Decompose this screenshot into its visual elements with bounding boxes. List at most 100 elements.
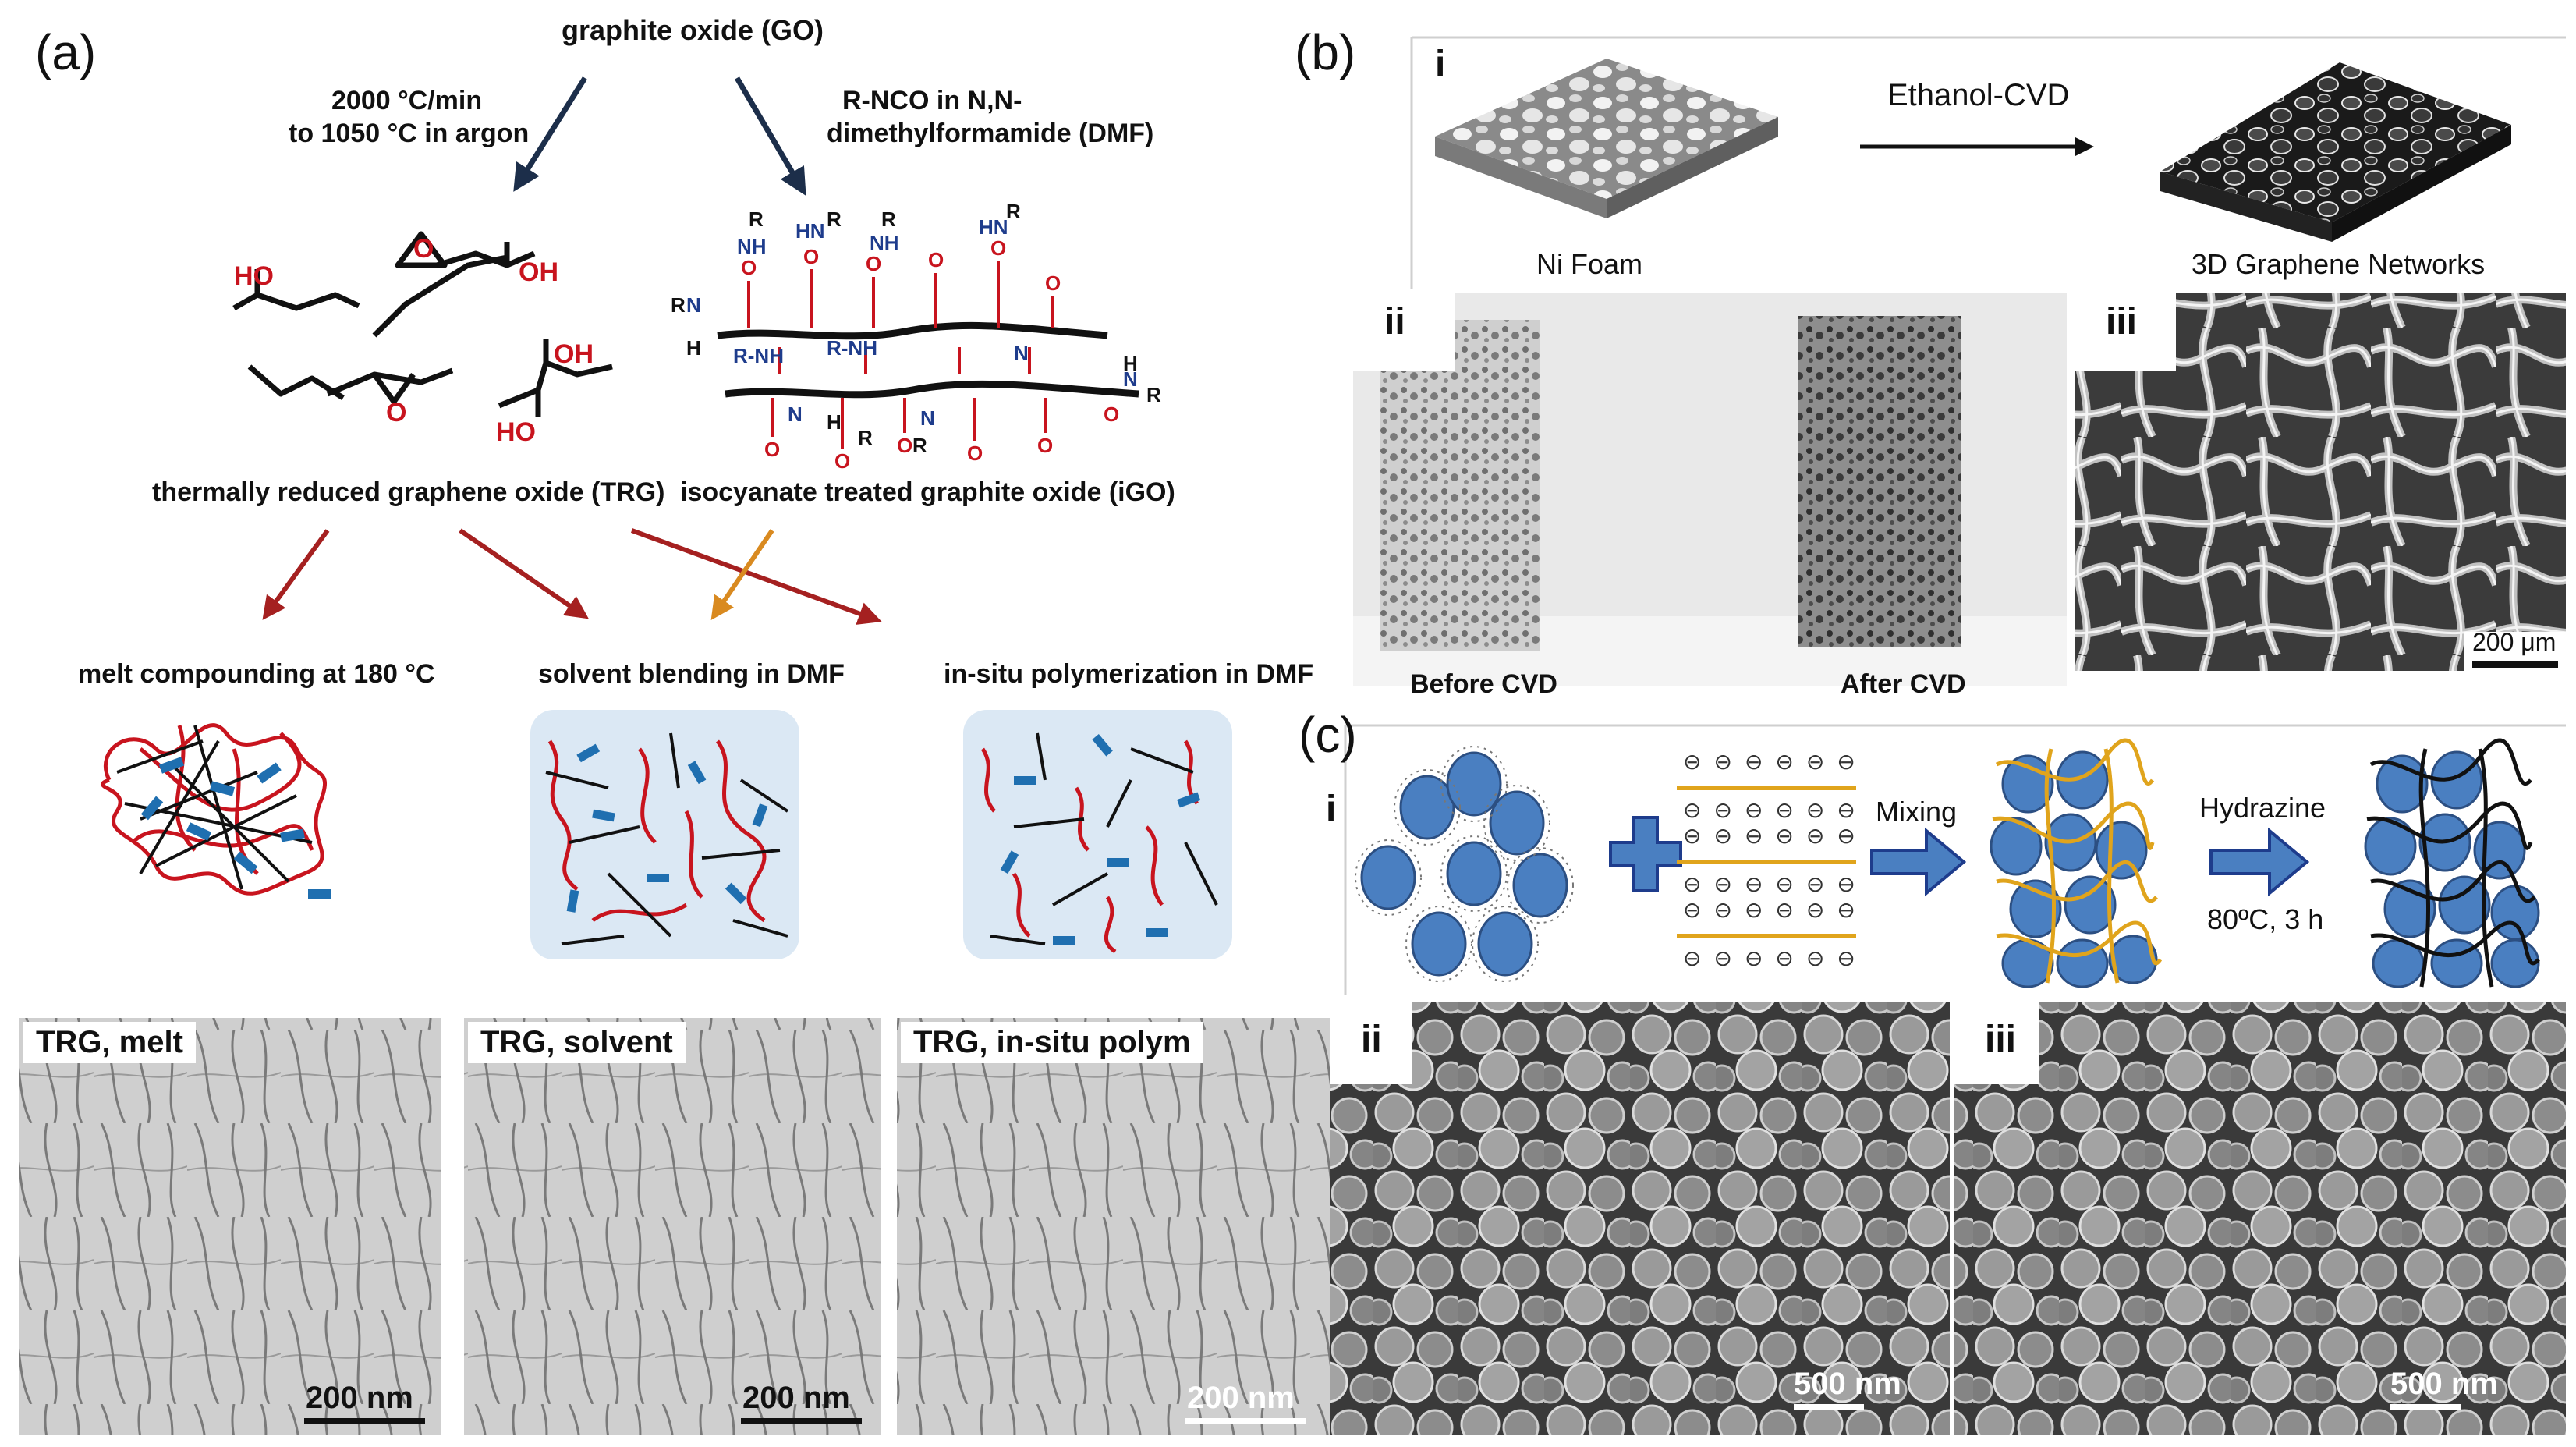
panel-c (1326, 724, 2566, 1435)
panel-c-sub-i: i (1326, 789, 1337, 830)
panel-c-sub-ii: ii (1361, 1019, 1382, 1060)
svg-text:R-NH: R-NH (827, 336, 877, 360)
isocyanate-condition-line2: dimethylformamide (DMF) (827, 119, 1154, 148)
thermal-condition-line2: to 1050 °C in argon (289, 119, 530, 148)
thermal-condition-line1: 2000 °C/min (331, 86, 483, 115)
particles-sem (1326, 1002, 1950, 1435)
mixing-label: Mixing (1876, 796, 1958, 828)
svg-text:O: O (803, 245, 819, 268)
svg-text:R: R (881, 207, 896, 231)
svg-text:O: O (1104, 403, 1119, 426)
graphene-sem (2075, 293, 2566, 671)
svg-text:O: O (1037, 434, 1053, 457)
panel-b-sub-ii: ii (1384, 301, 1405, 342)
tem-insitu-tag: TRG, in-situ polym (901, 1022, 1203, 1063)
ni-foam-label: Ni Foam (1536, 248, 1643, 280)
solvent-composite-illustration (530, 710, 799, 959)
go-sheets-illustration (1677, 786, 1856, 938)
panel-a-label: (a) (35, 24, 97, 80)
trg-structure (232, 231, 613, 417)
isocyanate-condition-line1: R-NCO in N,N- (842, 86, 1022, 115)
panel-b-label: (b) (1295, 24, 1356, 80)
svg-text:O: O (834, 449, 850, 473)
svg-text:HO: HO (234, 261, 274, 291)
arrow-igo-to-solvent (710, 529, 774, 620)
svg-text:HO: HO (496, 417, 536, 447)
tem-solvent-scale: 200 nm (742, 1381, 850, 1415)
panel-c-label: (c) (1299, 707, 1357, 763)
svg-text:R: R (827, 207, 842, 231)
svg-text:N: N (1123, 367, 1138, 391)
insitu-composite-illustration (963, 710, 1232, 959)
svg-text:O: O (764, 438, 780, 461)
svg-text:OH: OH (519, 257, 558, 287)
sheet-charges-row-2: ⊖⊖⊖⊖⊖⊖ (1683, 798, 1868, 822)
tem-solvent (464, 1018, 881, 1435)
before-cvd-label: Before CVD (1410, 669, 1557, 699)
go-label: graphite oxide (GO) (562, 14, 824, 46)
arrow-go-to-trg (513, 76, 587, 192)
svg-text:N: N (1014, 342, 1029, 365)
particle-charge-shells (1355, 746, 1574, 982)
wrapped-particles-sem (1954, 1002, 2566, 1435)
method-solvent-label: solvent blending in DMF (538, 659, 845, 689)
svg-text:N: N (920, 406, 935, 430)
tem-micrographs (19, 1018, 1330, 1435)
sheet-charges-row-5: ⊖⊖⊖⊖⊖⊖ (1683, 898, 1868, 922)
method-insitu-label: in-situ polymerization in DMF (944, 659, 1314, 689)
trg-groups: HO OH O OH HO O (234, 234, 594, 447)
svg-text:R: R (1146, 383, 1161, 406)
rgo-wrapped-particles-illustration (2364, 738, 2540, 988)
panel-b-sub-iii: iii (2106, 301, 2138, 342)
panel-b-scale: 200 μm (2472, 628, 2557, 656)
tem-insitu (897, 1018, 1330, 1435)
svg-text:R: R (749, 207, 764, 231)
panel-b (1353, 36, 2566, 686)
svg-text:OH: OH (554, 339, 594, 369)
panel-c-ii-scale: 500 nm (1794, 1367, 1901, 1401)
hydrazine-arrow (2209, 827, 2310, 897)
sheet-charges-row-1: ⊖⊖⊖⊖⊖⊖ (1683, 750, 1868, 774)
after-cvd-label: After CVD (1841, 669, 1966, 699)
sheet-charges-row-3: ⊖⊖⊖⊖⊖⊖ (1683, 824, 1868, 848)
svg-text:HN: HN (795, 219, 825, 243)
hydrazine-label: Hydrazine (2199, 792, 2326, 824)
plus-icon (1609, 816, 1682, 892)
igo-label: isocyanate treated graphite oxide (iGO) (680, 477, 1175, 507)
svg-text:H: H (1123, 352, 1138, 375)
foam-photo (1353, 293, 2067, 686)
svg-text:HN: HN (979, 215, 1008, 239)
svg-text:O: O (741, 256, 757, 279)
particles-illustration (1360, 751, 1568, 977)
tem-melt (19, 1018, 441, 1435)
ethanol-cvd-label: Ethanol-CVD (1887, 78, 2070, 112)
svg-text:R-NH: R-NH (733, 344, 784, 367)
svg-text:R: R (1006, 200, 1021, 223)
tem-insitu-scale: 200 nm (1187, 1381, 1295, 1415)
arrow-to-melt (262, 529, 330, 620)
tem-solvent-tag: TRG, solvent (468, 1022, 686, 1063)
ni-foam-illustration (1435, 59, 1778, 218)
method-melt-label: melt compounding at 180 °C (78, 659, 435, 689)
svg-text:O: O (990, 236, 1006, 260)
svg-text:O: O (386, 398, 406, 427)
sheet-charges-row-6: ⊖⊖⊖⊖⊖⊖ (1683, 946, 1868, 970)
svg-text:R: R (912, 434, 927, 457)
svg-text:R: R (671, 293, 686, 317)
svg-text:R: R (858, 426, 873, 449)
svg-text:NH: NH (737, 235, 767, 258)
panel-b-sub-i: i (1435, 44, 1446, 85)
melt-composite-illustration (101, 723, 331, 899)
svg-text:O: O (897, 434, 912, 457)
arrow-go-to-igo (734, 76, 806, 197)
graphene-networks-label: 3D Graphene Networks (2192, 248, 2486, 280)
hydrazine-conditions-label: 80ºC, 3 h (2207, 903, 2324, 935)
tem-melt-tag: TRG, melt (23, 1022, 196, 1063)
arrow-to-solvent (459, 528, 589, 619)
svg-text:N: N (686, 293, 701, 317)
svg-text:O: O (413, 234, 434, 264)
svg-text:O: O (928, 248, 944, 271)
